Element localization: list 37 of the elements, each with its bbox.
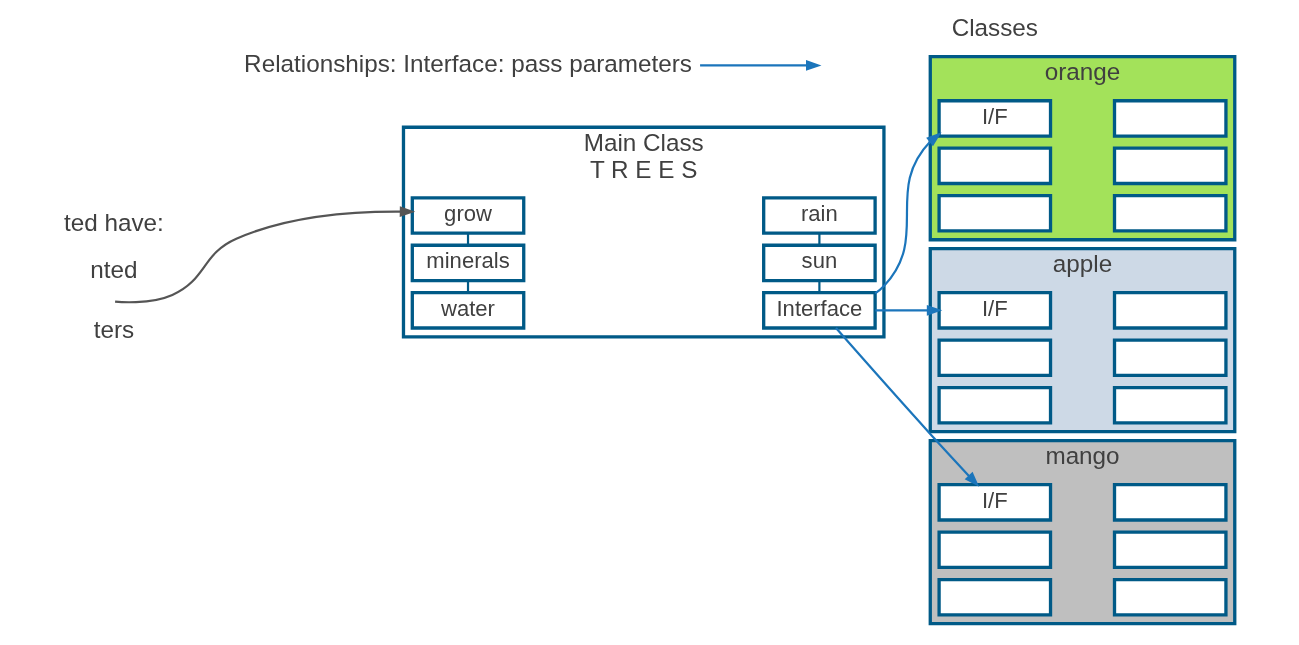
label: Classes [951, 14, 1038, 42]
label: ters [93, 315, 135, 343]
node-box: Interface [762, 291, 877, 330]
connector [818, 233, 821, 246]
node-box: sun [762, 243, 877, 283]
arrow [874, 132, 942, 295]
node-box [1112, 146, 1228, 186]
node-box: I/F [937, 99, 1053, 138]
node-box [1112, 385, 1228, 425]
label: nted [90, 255, 138, 283]
node-box [1112, 291, 1228, 330]
arrow [700, 60, 822, 71]
node-box [937, 577, 1053, 617]
node-box: rain [762, 196, 877, 235]
node-box [1112, 338, 1228, 378]
node-box: water [410, 291, 526, 330]
node-box [937, 193, 1053, 233]
connector [466, 281, 470, 293]
node-box [937, 338, 1053, 378]
label: ted have: [63, 208, 164, 236]
node-box [1112, 193, 1228, 233]
node-box [937, 146, 1053, 186]
node-box: minerals [410, 243, 526, 283]
node-box [937, 385, 1053, 425]
node-box [1112, 483, 1228, 522]
arrow [835, 327, 980, 487]
node-box: grow [410, 196, 526, 235]
connector [818, 281, 821, 293]
node-box [1112, 577, 1228, 617]
arrow [875, 304, 943, 316]
node-box: I/F [937, 291, 1053, 330]
node-box [1112, 99, 1228, 138]
node-text: Relationships: Interface: pass parameters [244, 49, 692, 77]
node-box [937, 530, 1053, 570]
node-box: I/F [937, 483, 1053, 522]
arrow [115, 206, 416, 304]
node-box [1112, 530, 1228, 570]
